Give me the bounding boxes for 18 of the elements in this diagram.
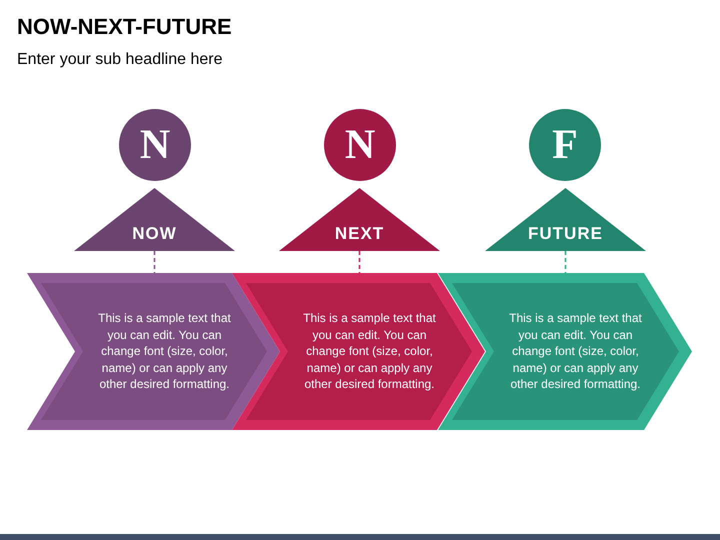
body-text: This is a sample text that you can edit. You can change font (size, color, name) or can apply any other desired formatting. (302, 310, 437, 393)
dashed-connector (154, 251, 156, 273)
triangle-label: NOW (132, 223, 177, 245)
triangle-shape (279, 188, 440, 251)
triangle-shape (74, 188, 235, 251)
circle-letter: N (140, 123, 170, 167)
triangle-label: NEXT (334, 223, 384, 245)
dashed-connector (358, 251, 360, 273)
title: NOW-NEXT-FUTURE (17, 13, 232, 41)
circle-letter: N (344, 123, 376, 167)
dashed-connector (564, 251, 566, 273)
circle-letter: F (552, 123, 578, 167)
subtitle: Enter your sub headline here (17, 50, 222, 70)
body-text: This is a sample text that you can edit. You can change font (size, color, name) or can apply any other desired formatting. (508, 310, 643, 393)
body-text: This is a sample text that you can edit. You can change font (size, color, name) or can apply any other desired formatting. (97, 310, 232, 393)
triangle-label: FUTURE (528, 223, 603, 245)
chevron-arrow-box (438, 273, 692, 430)
triangle-shape (485, 188, 646, 251)
